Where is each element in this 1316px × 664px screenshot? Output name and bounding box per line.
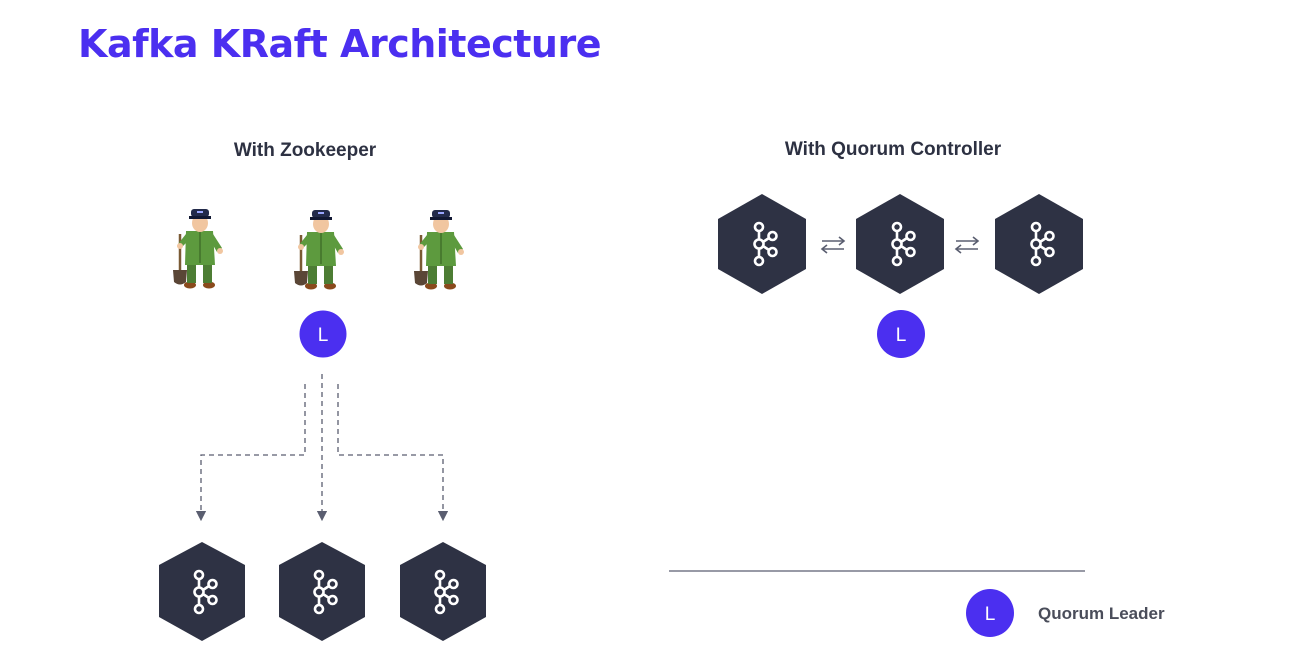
quorum-leader-badge: L [877, 310, 925, 358]
zookeeper-leader-badge-label: L [318, 325, 329, 346]
zookeeper-section-heading: With Zookeeper [233, 140, 377, 161]
zookeeper-to-broker-connectors [195, 374, 449, 522]
connector-left [195, 384, 306, 522]
zookeeper-node-icon-2 [292, 208, 346, 291]
zookeeper-node-icon-1 [171, 207, 225, 290]
bidirectional-arrows-icon [955, 236, 979, 254]
connector-right [337, 384, 449, 522]
quorum-leader-badge-label: L [896, 325, 907, 346]
legend-leader-badge: L [966, 589, 1014, 637]
zookeeper-node-icon-3 [412, 208, 466, 291]
legend-badge-label: L [985, 604, 996, 625]
broker-node-2 [279, 542, 365, 641]
broker-node-1 [159, 542, 245, 641]
quorum-section-heading: With Quorum Controller [784, 139, 1002, 160]
controller-node-1 [718, 194, 806, 294]
legend-label: Quorum Leader [1038, 604, 1165, 623]
controller-node-2 [856, 194, 944, 294]
zookeeper-leader-badge: L [299, 310, 347, 358]
bidirectional-arrows-icon [821, 236, 845, 254]
slide-title: Kafka KRaft Architecture [78, 22, 602, 66]
broker-node-3 [400, 542, 486, 641]
controller-node-3 [995, 194, 1083, 294]
